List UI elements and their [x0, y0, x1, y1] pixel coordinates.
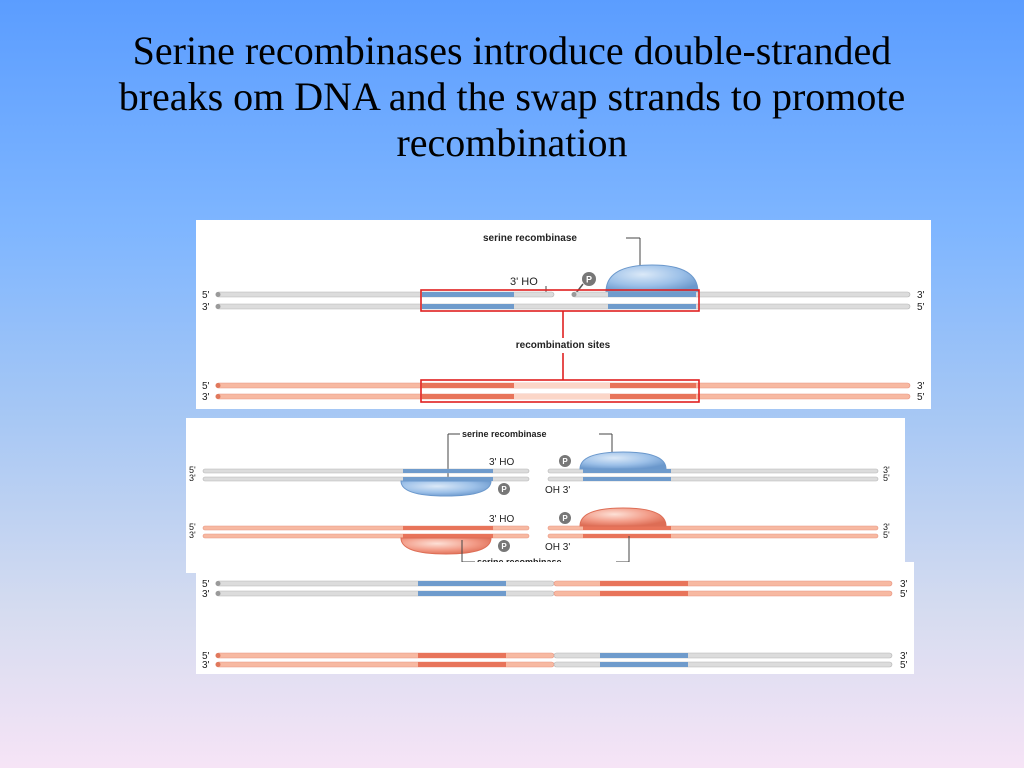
strand-end: [215, 662, 221, 667]
red-site: [610, 394, 696, 399]
strand-end: [571, 292, 577, 297]
end-label: 5': [883, 473, 890, 483]
panel-double-strand-breaks: serine recombinase 3' HO P P OH 3' 5' 3'…: [186, 418, 905, 573]
blue-site: [600, 653, 688, 658]
panel1-diagram: serine recombinase 3' HO P 5' 3' 3' 5' r…: [202, 233, 925, 403]
blue-site: [608, 304, 696, 309]
hydroxyl-label: 3' HO: [489, 514, 514, 525]
blue-site: [403, 469, 493, 473]
end-label: 5': [202, 290, 210, 301]
end-label: 5': [917, 302, 925, 313]
end-label: 3': [189, 530, 196, 540]
red-site: [403, 526, 493, 530]
end-label: 5': [917, 392, 925, 403]
phosphate-label: P: [586, 275, 592, 285]
phosphate-label: P: [562, 514, 568, 523]
end-label: 3': [917, 290, 925, 301]
blue-site: [422, 304, 514, 309]
blue-site: [418, 591, 506, 596]
oh3-label: OH 3': [545, 542, 570, 553]
end-label: 3': [900, 651, 908, 662]
blue-site: [403, 477, 493, 481]
red-site: [610, 383, 696, 388]
strand-end: [215, 581, 221, 586]
site-box-bottom: [420, 379, 700, 403]
sites-label: recombination sites: [516, 340, 611, 351]
strand-end: [215, 383, 221, 388]
blue-site: [608, 292, 696, 297]
enzyme-label: serine recombinase: [483, 233, 577, 244]
end-label: 3': [202, 392, 210, 403]
phosphate-label: P: [562, 457, 568, 466]
end-label: 5': [900, 660, 908, 671]
strand-end: [215, 304, 221, 309]
end-label: 3': [202, 660, 210, 671]
red-site-center: [514, 383, 610, 388]
blue-enzyme: [605, 264, 699, 293]
strand-end: [215, 292, 221, 297]
phosphate-circle: [498, 483, 510, 495]
red-site: [583, 526, 671, 530]
blue-site: [600, 662, 688, 667]
end-label: 3': [189, 473, 196, 483]
red-site: [418, 662, 506, 667]
recombinant-duplex-top: [215, 580, 893, 597]
blue-site: [583, 469, 671, 473]
blue-site: [422, 292, 514, 297]
blue-site: [583, 477, 671, 481]
end-label: 5': [202, 381, 210, 392]
end-label: 3': [883, 465, 890, 475]
phosphate-link: [575, 283, 584, 294]
phosphate-label: P: [501, 542, 507, 551]
phosphate-circle: [582, 272, 596, 286]
hydroxyl-label: 3' HO: [489, 457, 514, 468]
end-label: 3': [202, 589, 210, 600]
red-site: [418, 653, 506, 658]
red-site: [422, 383, 514, 388]
strand-end: [215, 653, 221, 658]
end-label: 5': [189, 522, 196, 532]
panel2-diagram: serine recombinase 3' HO P P OH 3' 5' 3'…: [189, 429, 890, 567]
hydroxyl-label: 3' HO: [510, 276, 538, 288]
strand-end: [215, 394, 221, 399]
recombinant-duplex-bottom: [215, 652, 893, 668]
panel-recombined-products: 5' 3' 3' 5' 5' 3' 3' 5': [196, 562, 914, 674]
phosphate-circle: [498, 540, 510, 552]
red-site: [600, 581, 688, 586]
grey-strand-bottom: [215, 303, 911, 310]
end-label: 5': [202, 579, 210, 590]
end-label: 3': [917, 381, 925, 392]
slide-title: Serine recombinases introduce double-str…: [118, 28, 906, 165]
strand-end: [215, 591, 221, 596]
blue-enzyme: [579, 451, 667, 470]
red-site: [600, 591, 688, 596]
blue-enzyme: [400, 480, 492, 497]
red-site: [403, 534, 493, 538]
end-label: 3': [202, 302, 210, 313]
salmon-duplex: [215, 379, 911, 403]
end-label: 3': [883, 522, 890, 532]
end-label: 5': [202, 651, 210, 662]
end-label: 5': [883, 530, 890, 540]
phosphate-circle: [559, 455, 571, 467]
panel-recombination-sites: serine recombinase 3' HO P 5' 3' 3' 5' r…: [196, 220, 931, 409]
phosphate-circle: [559, 512, 571, 524]
site-box-top: [420, 289, 700, 312]
salmon-enzyme: [400, 537, 492, 555]
end-label: 3': [900, 579, 908, 590]
blue-site: [418, 581, 506, 586]
end-label: 5': [189, 465, 196, 475]
panel3-diagram: 5' 3' 3' 5' 5' 3' 3' 5': [202, 579, 908, 671]
end-label: 5': [900, 589, 908, 600]
red-site: [422, 394, 514, 399]
enzyme-label-top: serine recombinase: [462, 429, 547, 439]
salmon-enzyme: [579, 507, 667, 527]
phosphate-label: P: [501, 485, 507, 494]
grey-duplex: [215, 289, 911, 312]
red-site: [583, 534, 671, 538]
red-site-center: [514, 394, 610, 399]
oh3-label: OH 3': [545, 485, 570, 496]
